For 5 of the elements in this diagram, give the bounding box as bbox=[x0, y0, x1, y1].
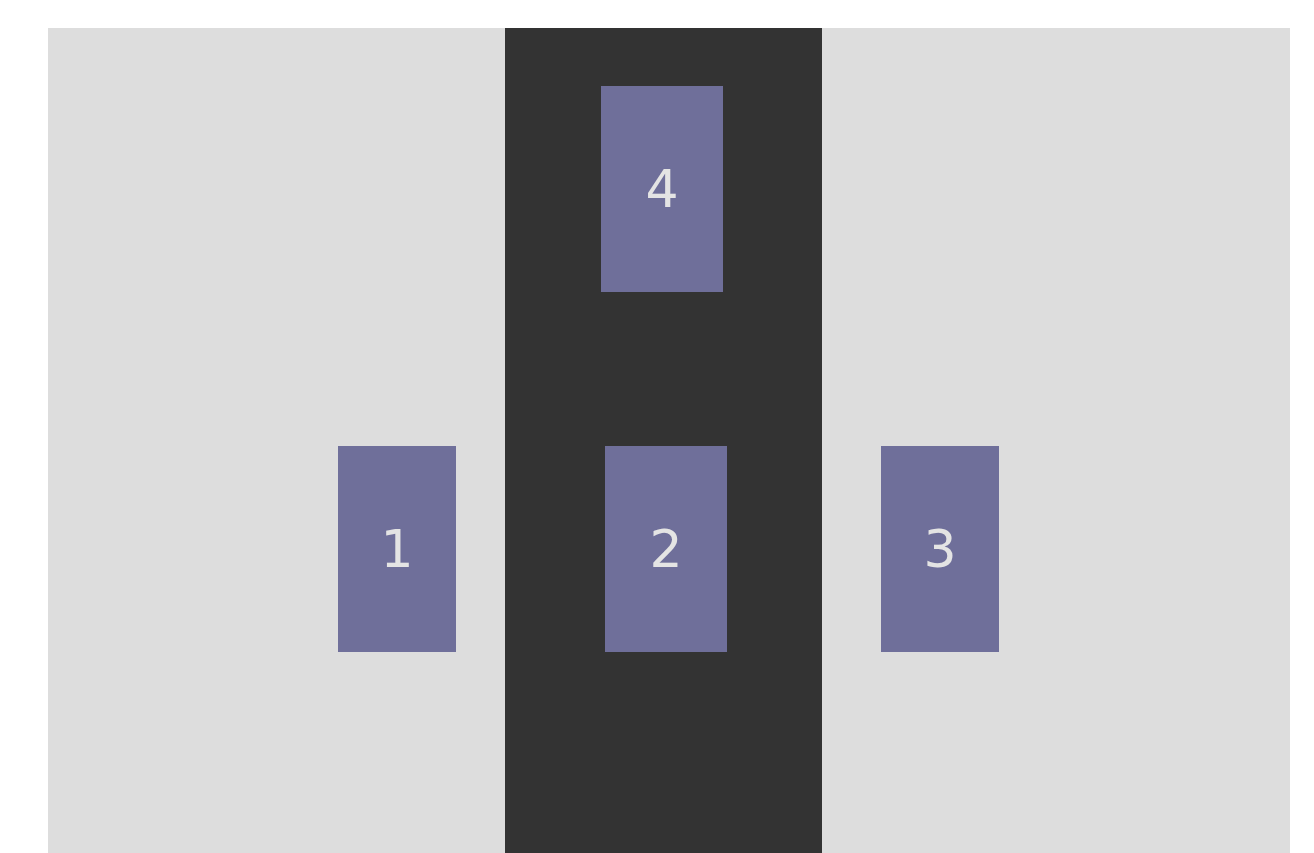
number-box: 1 bbox=[338, 446, 456, 652]
number-box: 4 bbox=[601, 86, 723, 292]
dark-band bbox=[505, 28, 822, 853]
number-box: 3 bbox=[881, 446, 999, 652]
number-box: 2 bbox=[605, 446, 727, 652]
